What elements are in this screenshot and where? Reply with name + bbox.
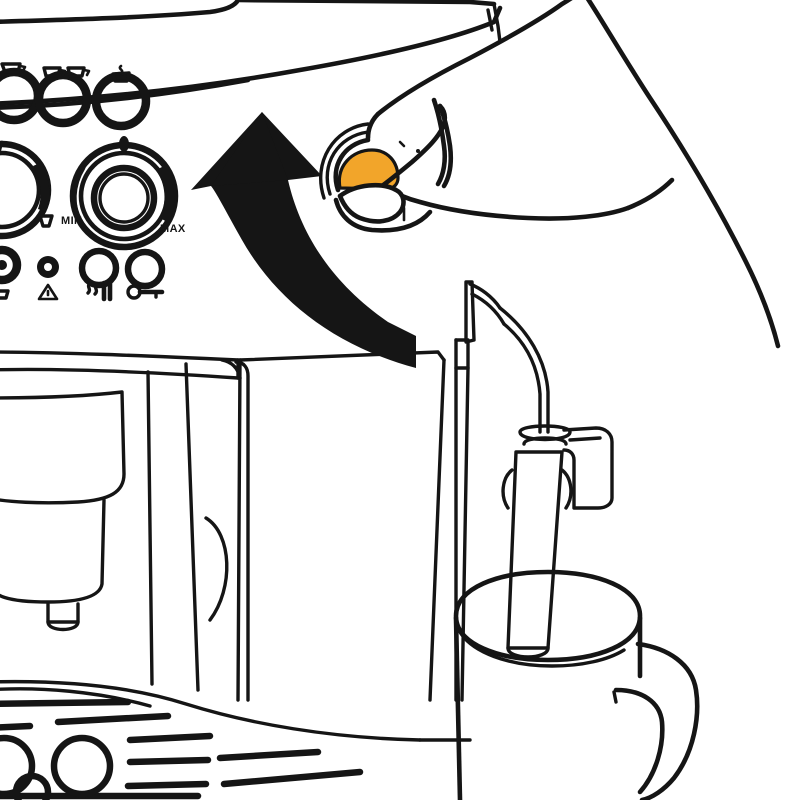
steam-volume-knob[interactable]: MIN MAX	[61, 136, 186, 251]
double-cup-icon	[42, 66, 91, 78]
warning-triangle-icon	[37, 283, 59, 301]
knob-max-label: MAX	[160, 223, 186, 235]
steam-wand	[464, 280, 614, 659]
machine-body	[0, 338, 472, 742]
machine-top-shell	[0, 0, 503, 106]
indicator-row	[0, 245, 166, 302]
milk-pitcher	[453, 569, 700, 800]
single-cup-icon	[0, 62, 27, 74]
power-led-icon	[0, 245, 22, 300]
knob-indicator-post	[119, 136, 129, 155]
hand-gripping-knob	[333, 0, 781, 349]
control-panel: MIN MAX	[0, 62, 251, 362]
steam-button[interactable]	[78, 247, 120, 302]
counterclockwise-rotation-arrow	[191, 112, 416, 368]
knob-min-label: MIN	[61, 215, 82, 227]
key-symbol-icon	[126, 284, 165, 300]
brew-group-spout	[0, 390, 126, 632]
steam-symbol-icon	[86, 280, 113, 302]
steam-control-knob[interactable]	[318, 122, 400, 200]
button-single-cup[interactable]	[0, 62, 43, 125]
key-button[interactable]	[124, 248, 166, 300]
button-double-cup[interactable]	[34, 66, 92, 128]
left-selector-knob[interactable]	[0, 140, 54, 240]
button-steam-hot-water[interactable]	[91, 64, 151, 131]
warning-led	[37, 256, 59, 301]
steam-hot-water-icon	[111, 64, 131, 83]
front-panel	[236, 338, 470, 702]
drip-tray-grate	[0, 687, 364, 800]
